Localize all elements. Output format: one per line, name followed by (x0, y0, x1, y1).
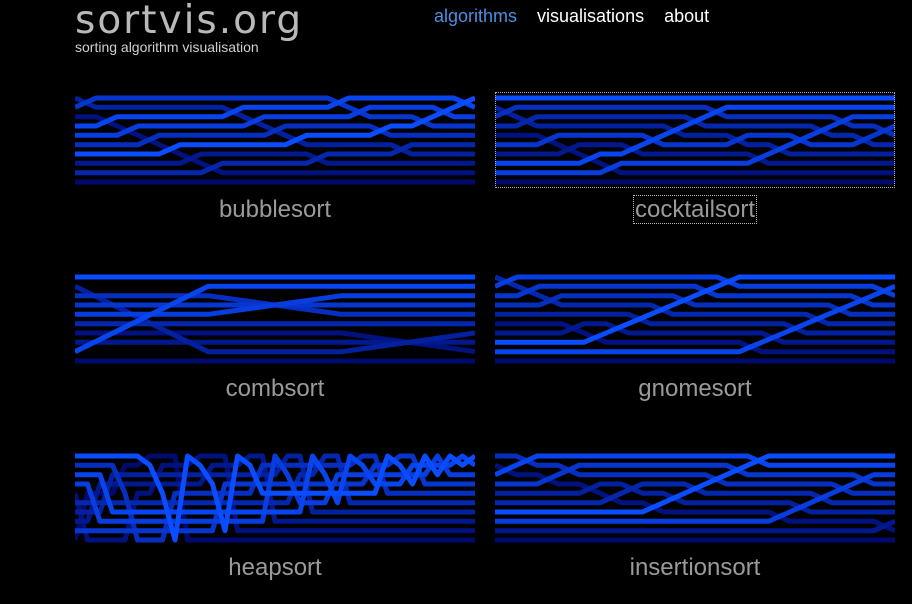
bubblesort-trace-line (75, 142, 475, 176)
gnomesort-trace-line (495, 321, 895, 355)
cocktailsort-trace-line (495, 104, 895, 166)
heapsort-trace-line (75, 453, 475, 515)
combsort-trace-line (75, 283, 475, 354)
insertionsort-trace-line (495, 453, 895, 477)
site-subtitle: sorting algorithm visualisation (75, 39, 259, 55)
heapsort-trace-line (75, 453, 475, 506)
insertionsort-link[interactable]: insertionsort (629, 554, 761, 581)
card-gnomesort[interactable]: gnomesort (495, 271, 895, 402)
gnomesort-trace-line (495, 274, 895, 299)
heapsort-trace-line (75, 453, 475, 524)
insertionsort-trace-line (495, 453, 895, 496)
insertionsort-trace-line (495, 519, 895, 534)
site-title[interactable]: sortvis.org (75, 0, 304, 43)
bubblesort-link[interactable]: bubblesort (218, 196, 332, 223)
combsort-visualisation[interactable] (75, 271, 475, 367)
gnomesort-trace-line (495, 321, 895, 345)
nav-visualisations[interactable]: visualisations (537, 6, 645, 26)
insertionsort-trace-line (495, 472, 895, 524)
cocktailsort-trace-line (495, 132, 895, 176)
heapsort-visualisation[interactable] (75, 450, 475, 546)
gnomesort-trace-line (495, 293, 895, 317)
cocktailsort-visualisation[interactable] (495, 92, 895, 188)
cocktailsort-trace-line (495, 142, 895, 166)
gnomesort-trace-line (495, 283, 895, 308)
cocktailsort-trace-line (495, 114, 895, 176)
heapsort-trace-line (75, 453, 475, 515)
bubblesort-trace-line (75, 114, 475, 176)
insertionsort-trace-line (495, 462, 895, 487)
insertionsort-trace-line (495, 453, 895, 515)
gnomesort-trace-line (495, 311, 895, 336)
bubblesort-trace-line (75, 95, 475, 157)
insertionsort-trace-line (495, 481, 895, 515)
card-heapsort[interactable]: heapsort (75, 450, 475, 581)
bubblesort-trace-line (75, 95, 475, 129)
nav-algorithms[interactable]: algorithms (434, 6, 518, 26)
gnomesort-trace-line (495, 274, 895, 345)
gnomesort-trace-line (495, 283, 895, 355)
bubblesort-trace-line (75, 95, 475, 129)
combsort-link[interactable]: combsort (225, 375, 325, 402)
combsort-trace-line (75, 293, 475, 317)
card-cocktailsort[interactable]: cocktailsort (495, 92, 895, 224)
cocktailsort-link[interactable]: cocktailsort (632, 195, 758, 224)
heapsort-link[interactable]: heapsort (228, 554, 322, 581)
gnomesort-visualisation[interactable] (495, 271, 895, 367)
bubblesort-visualisation[interactable] (75, 92, 475, 188)
card-insertionsort[interactable]: insertionsort (495, 450, 895, 581)
heapsort-trace-line (75, 453, 475, 543)
cocktailsort-trace-line (495, 104, 895, 138)
cocktailsort-trace-line (495, 123, 895, 148)
nav-about[interactable]: about (664, 6, 710, 26)
bubblesort-trace-line (75, 123, 475, 148)
main-nav: algorithms visualisations about (434, 6, 709, 27)
heapsort-trace-line (75, 453, 475, 543)
card-bubblesort[interactable]: bubblesort (75, 92, 475, 223)
insertionsort-trace-line (495, 463, 895, 533)
bubblesort-trace-line (75, 151, 475, 166)
insertionsort-visualisation[interactable] (495, 450, 895, 546)
cocktailsort-trace-line (495, 105, 895, 157)
gnomesort-link[interactable]: gnomesort (638, 375, 752, 402)
card-combsort[interactable]: combsort (75, 271, 475, 402)
heapsort-trace-line (75, 453, 475, 534)
gnomesort-trace-line (495, 274, 895, 327)
bubblesort-trace-line (75, 104, 475, 138)
